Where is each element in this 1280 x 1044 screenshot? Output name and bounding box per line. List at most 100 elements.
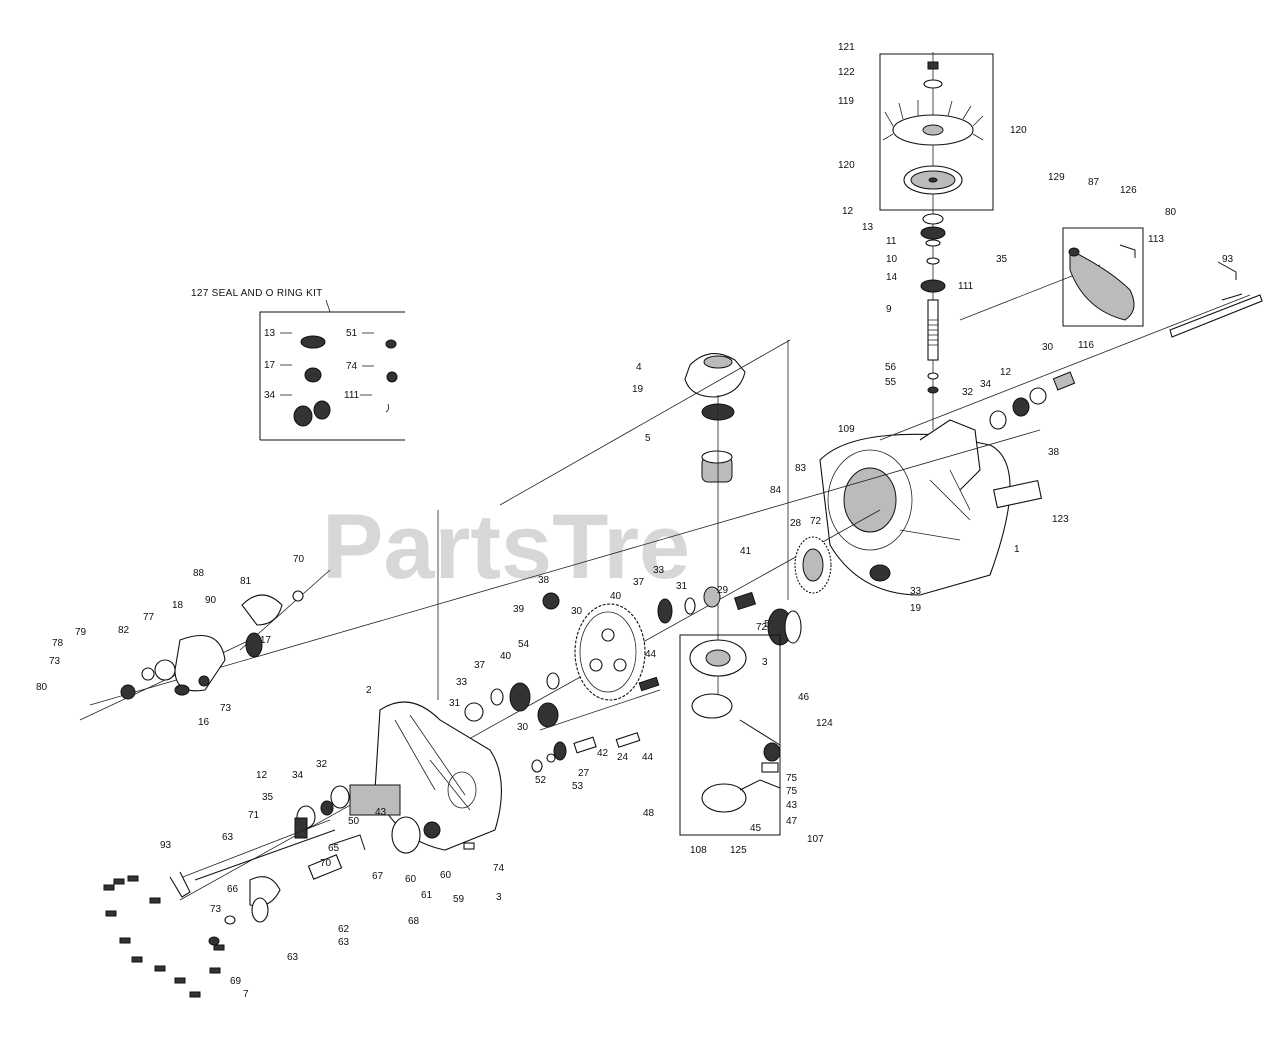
part-label-70: 3 xyxy=(762,657,768,668)
part-label-36: 123 xyxy=(1052,514,1069,525)
part-label-114: 7 xyxy=(243,989,249,1000)
part-label-97: 50 xyxy=(348,816,360,827)
part-label-87: 53 xyxy=(572,781,584,792)
side-housing-part-2 xyxy=(349,701,502,851)
part-label-24: 34 xyxy=(980,379,992,390)
part-label-46: 79 xyxy=(75,627,87,638)
part-label-5: 12 xyxy=(842,206,854,217)
part-label-85: 44 xyxy=(642,752,654,763)
part-label-51: 16 xyxy=(198,717,210,728)
part-label-113: 69 xyxy=(230,976,242,987)
watermark-text: PartsTre xyxy=(322,496,690,598)
part-label-68: 30 xyxy=(517,722,529,733)
part-label-94: 71 xyxy=(248,810,260,821)
part-label-71: 5 xyxy=(764,619,770,630)
part-label-39: 70 xyxy=(293,554,305,565)
part-label-16: 80 xyxy=(1165,207,1177,218)
part-label-77: 47 xyxy=(786,816,798,827)
part-label-11: 111 xyxy=(958,281,974,292)
part-label-53: 38 xyxy=(538,575,550,586)
part-label-100: 67 xyxy=(372,871,384,882)
part-label-79: 45 xyxy=(750,823,762,834)
part-label-28: 19 xyxy=(632,384,644,395)
part-label-50: 17 xyxy=(260,635,272,646)
part-label-59: 31 xyxy=(676,581,688,592)
part-label-25: 32 xyxy=(962,387,974,398)
part-label-12: 35 xyxy=(996,254,1008,265)
part-label-67: 31 xyxy=(449,698,461,709)
part-label-69: 72 xyxy=(756,622,768,633)
bolt-set xyxy=(103,875,225,998)
part-label-90: 12 xyxy=(256,770,268,781)
part-label-48: 73 xyxy=(49,656,61,667)
part-label-106: 74 xyxy=(493,863,505,874)
part-label-66: 33 xyxy=(456,677,468,688)
part-label-17: 113 xyxy=(1148,234,1164,245)
gear-part-28 xyxy=(794,536,832,594)
part-label-3: 120 xyxy=(838,160,855,171)
part-label-13: 129 xyxy=(1048,172,1065,183)
part-label-18: 93 xyxy=(1222,254,1234,265)
part-label-1: 122 xyxy=(838,67,855,78)
big-gear-part-30 xyxy=(574,603,646,701)
part-label-88: 52 xyxy=(535,775,547,786)
part-label-108: 66 xyxy=(227,884,239,895)
part-label-38: 19 xyxy=(910,603,922,614)
part-label-32: 72 xyxy=(810,516,822,527)
part-label-20: 56 xyxy=(885,362,897,373)
part-label-115: 63 xyxy=(287,952,299,963)
part-label-63: 37 xyxy=(474,660,486,671)
seal-kit-label-1: 51 xyxy=(346,328,358,339)
part-label-6: 13 xyxy=(862,222,874,233)
part-label-110: 68 xyxy=(408,916,420,927)
part-label-109: 73 xyxy=(210,904,222,915)
part-label-47: 78 xyxy=(52,638,64,649)
part-label-52: 73 xyxy=(220,703,232,714)
part-label-4: 120 xyxy=(1010,125,1027,136)
part-label-33: 28 xyxy=(790,518,802,529)
part-label-21: 55 xyxy=(885,377,897,388)
part-label-65: 44 xyxy=(645,649,657,660)
nut-part-121 xyxy=(927,61,939,70)
fan-assembly-box xyxy=(879,53,994,211)
part-label-83: 42 xyxy=(597,748,609,759)
part-label-103: 59 xyxy=(453,894,465,905)
part-label-23: 12 xyxy=(1000,367,1012,378)
part-label-84: 24 xyxy=(617,752,629,763)
part-label-42: 90 xyxy=(205,595,217,606)
part-label-34: 1 xyxy=(1014,544,1020,555)
part-label-29: 5 xyxy=(645,433,651,444)
part-label-49: 80 xyxy=(36,682,48,693)
part-label-82: 48 xyxy=(643,808,655,819)
part-label-40: 88 xyxy=(193,568,205,579)
part-label-58: 33 xyxy=(653,565,665,576)
part-label-73: 124 xyxy=(816,718,833,729)
part-label-56: 40 xyxy=(610,591,622,602)
part-label-27: 4 xyxy=(636,362,642,373)
part-label-22: 30 xyxy=(1042,342,1054,353)
part-label-111: 62 xyxy=(338,924,350,935)
part-label-62: 54 xyxy=(518,639,530,650)
part-label-2: 119 xyxy=(838,96,854,107)
main-housing-part-1 xyxy=(819,419,1011,596)
part-label-45: 82 xyxy=(118,625,130,636)
part-label-78: 107 xyxy=(807,834,824,845)
seal-kit-title: 127 SEAL AND O RING KIT xyxy=(191,288,323,299)
seal-kit-label-5: 111 xyxy=(344,390,360,401)
part-label-112: 63 xyxy=(338,937,350,948)
part-label-105: 3 xyxy=(496,892,502,903)
part-label-35: 38 xyxy=(1048,447,1060,458)
bracket-box xyxy=(1062,227,1144,327)
part-label-104: 60 xyxy=(440,870,452,881)
washer-part-122 xyxy=(923,79,943,89)
fan-assembly-group xyxy=(879,52,994,430)
part-label-80: 125 xyxy=(730,845,747,856)
part-label-91: 34 xyxy=(292,770,304,781)
part-label-43: 18 xyxy=(172,600,184,611)
part-label-74: 75 xyxy=(786,773,798,784)
control-rod-part-30 xyxy=(1169,294,1263,338)
part-label-99: 70 xyxy=(320,858,332,869)
pinion-housing-part-4 xyxy=(684,353,746,483)
